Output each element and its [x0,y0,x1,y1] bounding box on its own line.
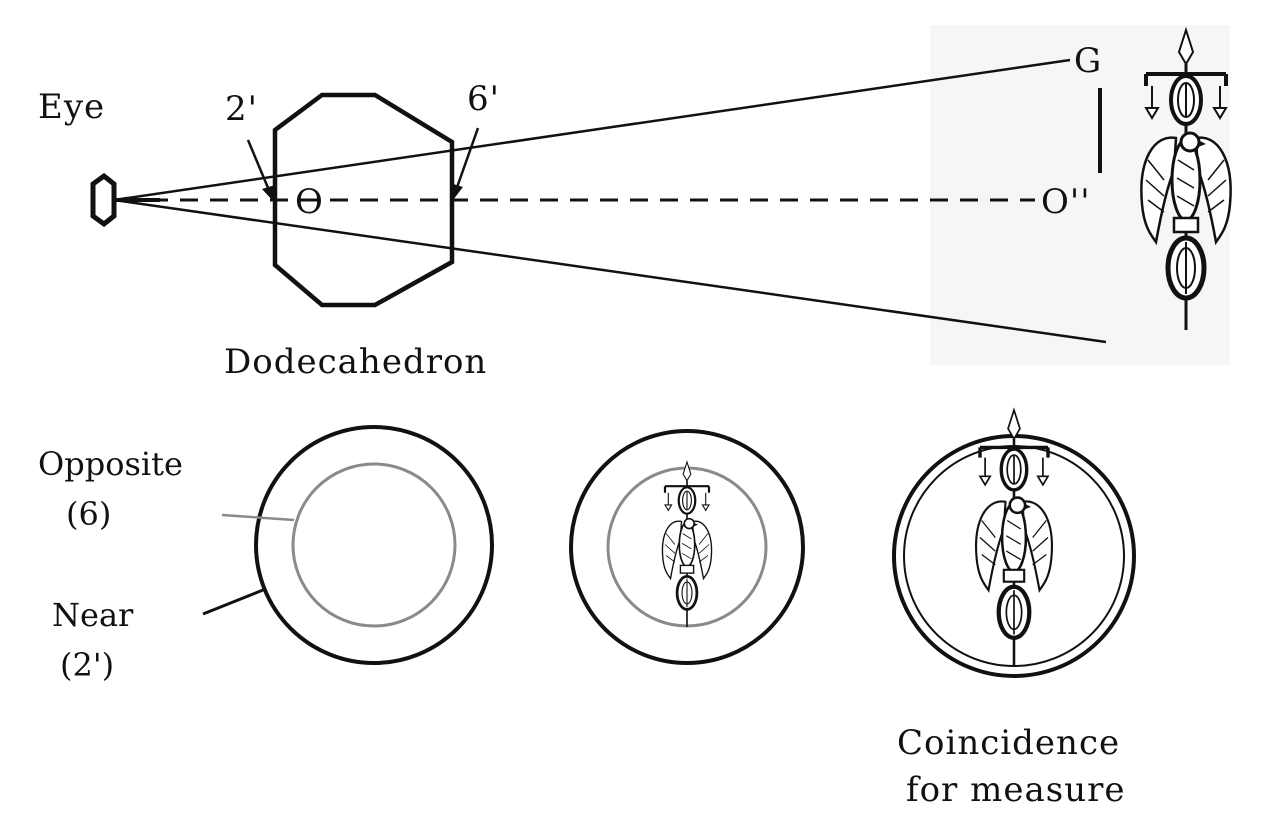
lower-sight-line [113,198,1107,344]
view-standard-inside [569,429,805,665]
upper-sight-line [113,58,1071,202]
near-sub-label: (2') [60,646,114,684]
eye-icon [90,172,160,228]
far-o-label: O'' [1041,182,1091,222]
center-o-label: O [295,182,324,222]
coincidence-label: Coincidence [897,723,1120,763]
dodecahedron-shape [272,92,455,308]
arrow-2prime-icon [246,139,275,201]
point-2prime-label: 2' [225,89,258,129]
opposite-label: Opposite [38,445,183,483]
arrow-6prime-icon [450,127,480,200]
view-coincidence [892,410,1136,678]
point-6prime-label: 6' [467,79,500,119]
view-rings-empty [254,425,494,665]
target-g-label: G [1074,41,1102,81]
dodecahedron-label: Dodecahedron [224,342,487,382]
near-label: Near [52,596,134,634]
near-pointer [202,588,264,616]
eye-label: Eye [38,87,105,127]
opposite-pointer [221,513,295,522]
opposite-sub-label: (6) [66,495,111,533]
coincidence-sub-label: for measure [906,770,1125,810]
